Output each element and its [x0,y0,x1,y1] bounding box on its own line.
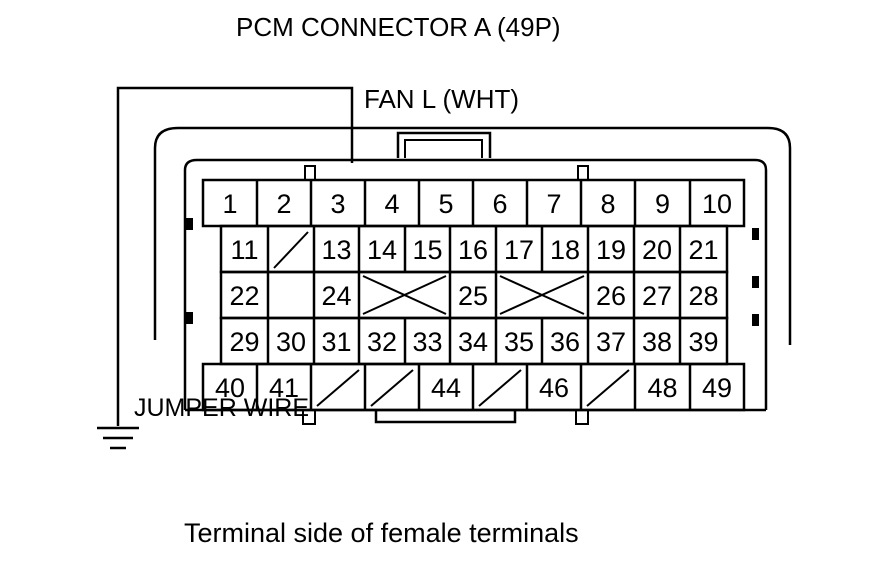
terminal-number: 38 [642,327,672,357]
terminal-number: 17 [504,235,534,265]
terminal-number: 7 [546,189,561,219]
terminal-number: 14 [367,235,397,265]
empty-cavity-cross [362,275,447,315]
terminal-number: 35 [504,327,534,357]
terminal-number: 28 [688,281,718,311]
terminal-number: 6 [492,189,507,219]
terminal-number: 26 [596,281,626,311]
lock-mark-left-2 [186,312,193,324]
fan-wire [116,86,354,426]
terminal-number: 31 [321,327,351,357]
connector-latch [396,131,492,158]
connector-outer-shell [153,126,792,345]
empty-cavity-cross [499,275,585,315]
terminal-number: 29 [229,327,259,357]
terminal-number: 10 [702,189,732,219]
connector-latch-inner [404,139,483,158]
lock-mark-right-1 [752,228,759,240]
terminal-number: 44 [431,373,461,403]
empty-cavity-slash [370,369,414,407]
lock-mark-left-1 [186,218,193,230]
terminal-number: 37 [596,327,626,357]
terminal-number: 25 [458,281,488,311]
terminal-number: 19 [596,235,626,265]
terminal-number: 30 [276,327,306,357]
terminal-number: 49 [702,373,732,403]
terminal-number: 36 [550,327,580,357]
terminal-number: 5 [438,189,453,219]
connector-inner-body [183,158,768,410]
connector-title: PCM CONNECTOR A (49P) [236,12,561,42]
key-top-right [577,165,589,181]
terminal-number: 32 [367,327,397,357]
terminal-number: 3 [330,189,345,219]
empty-cavity-slash [586,369,630,407]
terminal-number: 22 [229,281,259,311]
empty-cavity-slash [478,369,522,407]
terminal-number: 39 [688,327,718,357]
terminal-number: 8 [600,189,615,219]
terminal-number: 1 [222,189,237,219]
key-bottom-right [575,409,589,425]
terminal-number: 24 [321,281,351,311]
terminal-number: 11 [230,235,258,265]
terminal-number: 15 [412,235,442,265]
lock-mark-right-3 [752,314,759,326]
terminal-number: 34 [458,327,488,357]
terminal-number: 13 [321,235,351,265]
terminal-number: 9 [655,189,670,219]
terminal-number: 48 [647,373,677,403]
terminal-number: 4 [384,189,399,219]
terminal-number: 18 [550,235,580,265]
ground-icon [97,426,139,450]
terminal-number: 20 [642,235,672,265]
terminal-number: 16 [458,235,488,265]
connector-bottom-tab [374,410,517,424]
lock-mark-right-2 [752,276,759,288]
jumper-wire-label: JUMPER WIRE [134,394,309,422]
terminal-number: 21 [688,235,718,265]
wire-label: FAN L (WHT) [364,84,520,114]
empty-cavity-slash [273,231,309,269]
terminal-number: 46 [539,373,569,403]
terminal-side-caption: Terminal side of female terminals [184,518,579,548]
terminal-number: 27 [642,281,672,311]
empty-cavity-slash [316,369,360,407]
terminal-number: 2 [276,189,291,219]
terminal-number: 40 [215,373,245,403]
key-top-left [304,165,316,181]
terminal-number: 41 [269,373,299,403]
terminal-number: 33 [412,327,442,357]
